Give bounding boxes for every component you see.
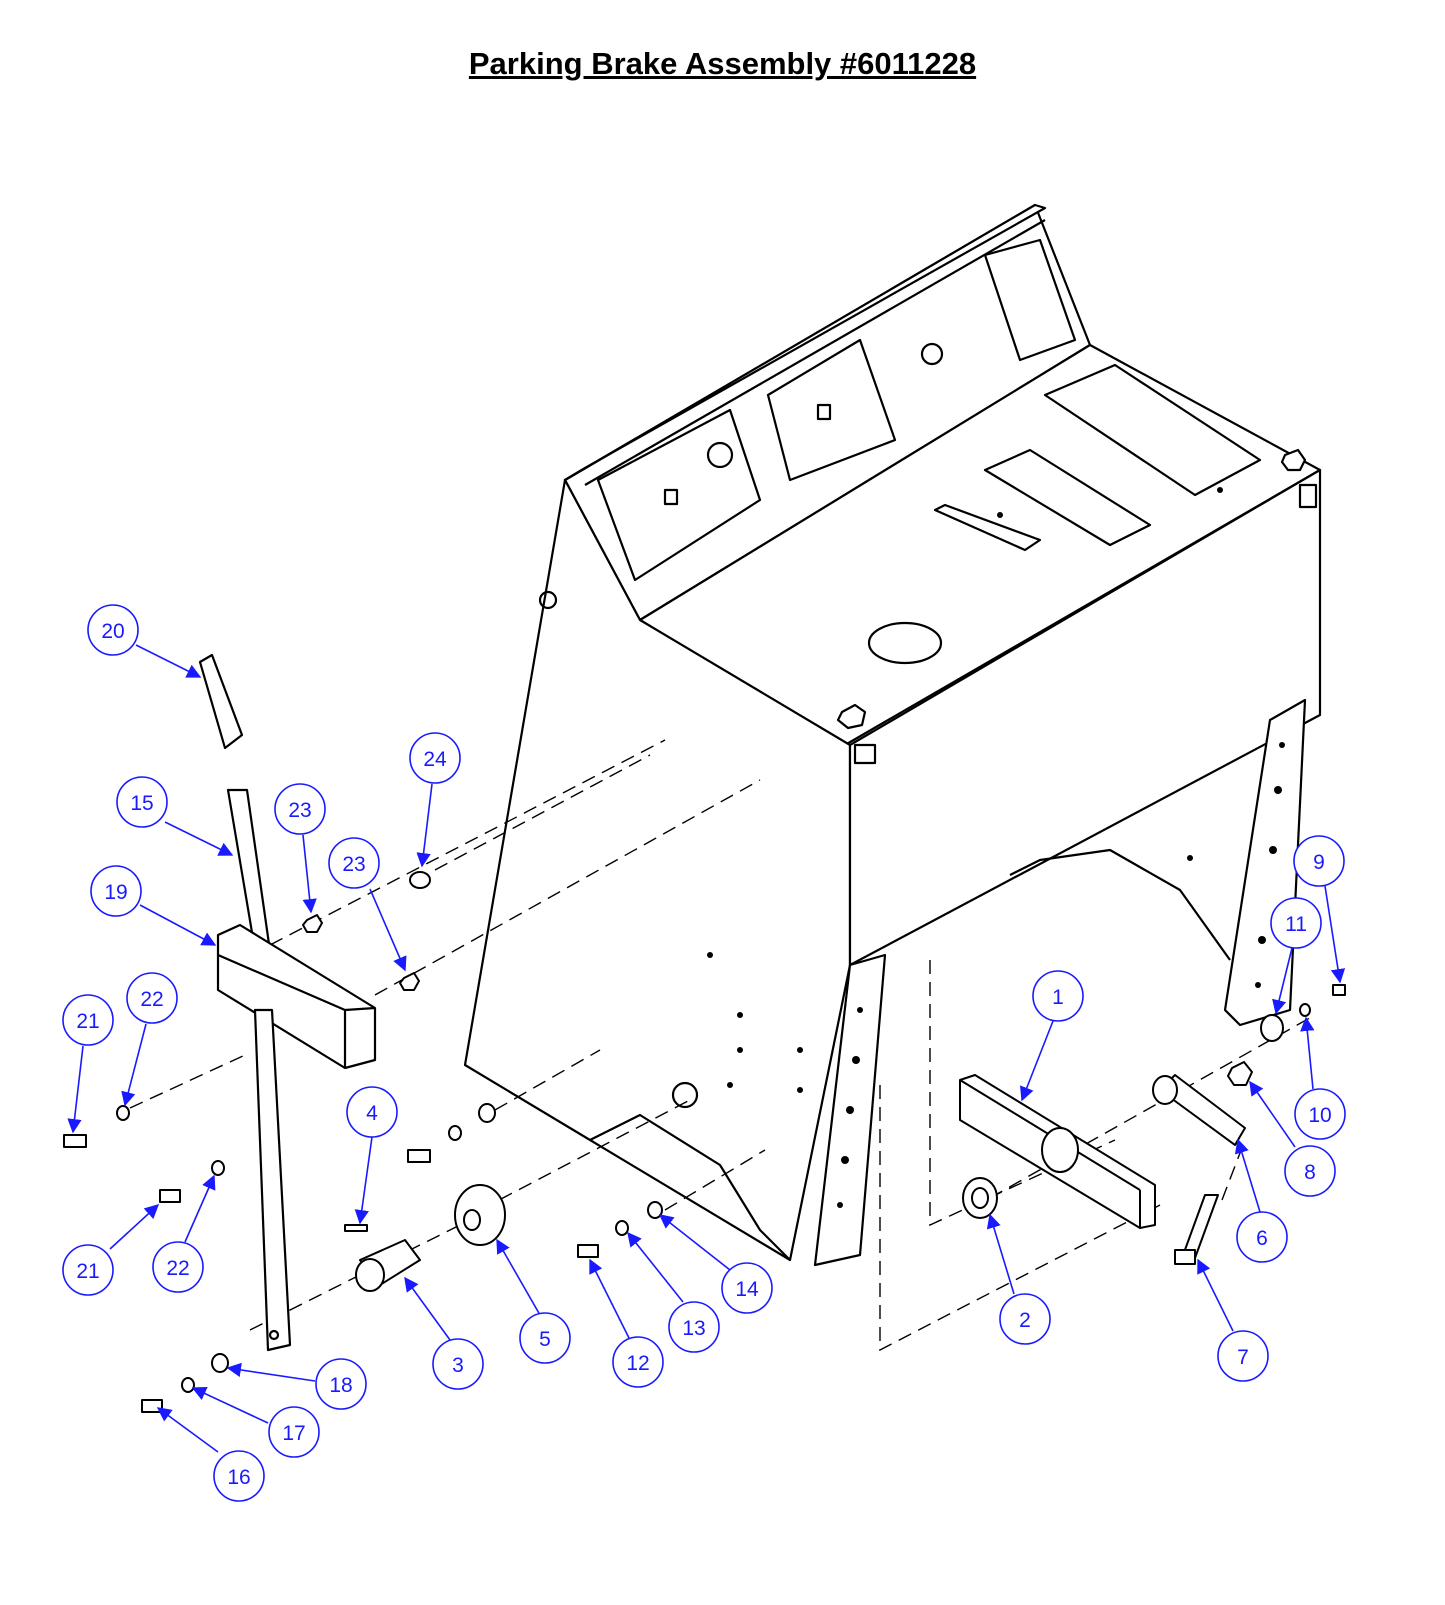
callout-8: 8 <box>1284 1145 1336 1197</box>
svg-text:16: 16 <box>227 1466 250 1489</box>
callout-11: 11 <box>1270 897 1322 949</box>
callout-23-lower: 23 <box>328 837 380 889</box>
callout-20: 20 <box>87 604 139 656</box>
callout-15: 15 <box>116 776 168 828</box>
callout-6: 6 <box>1236 1211 1288 1263</box>
svg-text:22: 22 <box>166 1257 189 1280</box>
callout-18: 18 <box>315 1358 367 1410</box>
callout-16: 16 <box>213 1450 265 1502</box>
svg-text:1: 1 <box>1052 986 1064 1009</box>
svg-text:17: 17 <box>282 1422 305 1445</box>
svg-text:22: 22 <box>140 988 163 1011</box>
callout-10: 10 <box>1294 1088 1346 1140</box>
exploded-view-lines <box>129 739 1316 1352</box>
svg-text:14: 14 <box>735 1278 759 1301</box>
callout-2: 2 <box>999 1293 1051 1345</box>
frame-housing <box>463 203 1322 1267</box>
svg-text:4: 4 <box>366 1102 378 1125</box>
svg-text:6: 6 <box>1256 1227 1268 1250</box>
callout-3: 3 <box>432 1338 484 1390</box>
brake-lever-assembly <box>198 653 377 1352</box>
callout-21-lower: 21 <box>62 1244 114 1296</box>
svg-text:23: 23 <box>288 799 311 822</box>
mounting-holes <box>707 487 1285 1208</box>
callout-9: 9 <box>1293 835 1345 887</box>
svg-text:7: 7 <box>1237 1346 1249 1369</box>
svg-text:23: 23 <box>342 853 365 876</box>
callout-7: 7 <box>1217 1330 1269 1382</box>
svg-text:12: 12 <box>626 1352 649 1375</box>
svg-text:10: 10 <box>1308 1104 1331 1127</box>
svg-text:3: 3 <box>452 1354 464 1377</box>
svg-text:13: 13 <box>682 1317 705 1340</box>
callout-5: 5 <box>519 1312 571 1364</box>
svg-text:2: 2 <box>1019 1309 1031 1332</box>
callout-22-lower: 22 <box>152 1241 204 1293</box>
callout-13: 13 <box>668 1301 720 1353</box>
page-title: Parking Brake Assembly #6011228 <box>468 46 977 81</box>
svg-text:8: 8 <box>1304 1161 1316 1184</box>
svg-text:20: 20 <box>101 620 124 643</box>
svg-text:15: 15 <box>130 792 153 815</box>
svg-text:21: 21 <box>76 1010 99 1033</box>
callout-1: 1 <box>1032 970 1084 1022</box>
callout-14: 14 <box>721 1262 773 1314</box>
callout-24: 24 <box>409 732 461 784</box>
svg-text:5: 5 <box>539 1328 551 1351</box>
callout-12: 12 <box>612 1336 664 1388</box>
svg-text:18: 18 <box>329 1374 352 1397</box>
svg-text:9: 9 <box>1313 851 1325 874</box>
callout-21-upper: 21 <box>62 994 114 1046</box>
svg-text:11: 11 <box>1285 913 1307 936</box>
svg-text:19: 19 <box>104 881 127 904</box>
callout-22-upper: 22 <box>126 972 178 1024</box>
callout-19: 19 <box>90 865 142 917</box>
svg-text:21: 21 <box>76 1260 99 1283</box>
callout-17: 17 <box>268 1406 320 1458</box>
callout-4: 4 <box>346 1086 398 1138</box>
callout-leaders <box>67 644 1346 1453</box>
hardware-parts <box>63 871 1346 1413</box>
callout-balloons: 1 2 3 4 5 6 7 8 9 10 11 12 13 14 15 16 1… <box>62 604 1346 1502</box>
callout-23-upper: 23 <box>274 783 326 835</box>
svg-text:24: 24 <box>423 748 447 771</box>
